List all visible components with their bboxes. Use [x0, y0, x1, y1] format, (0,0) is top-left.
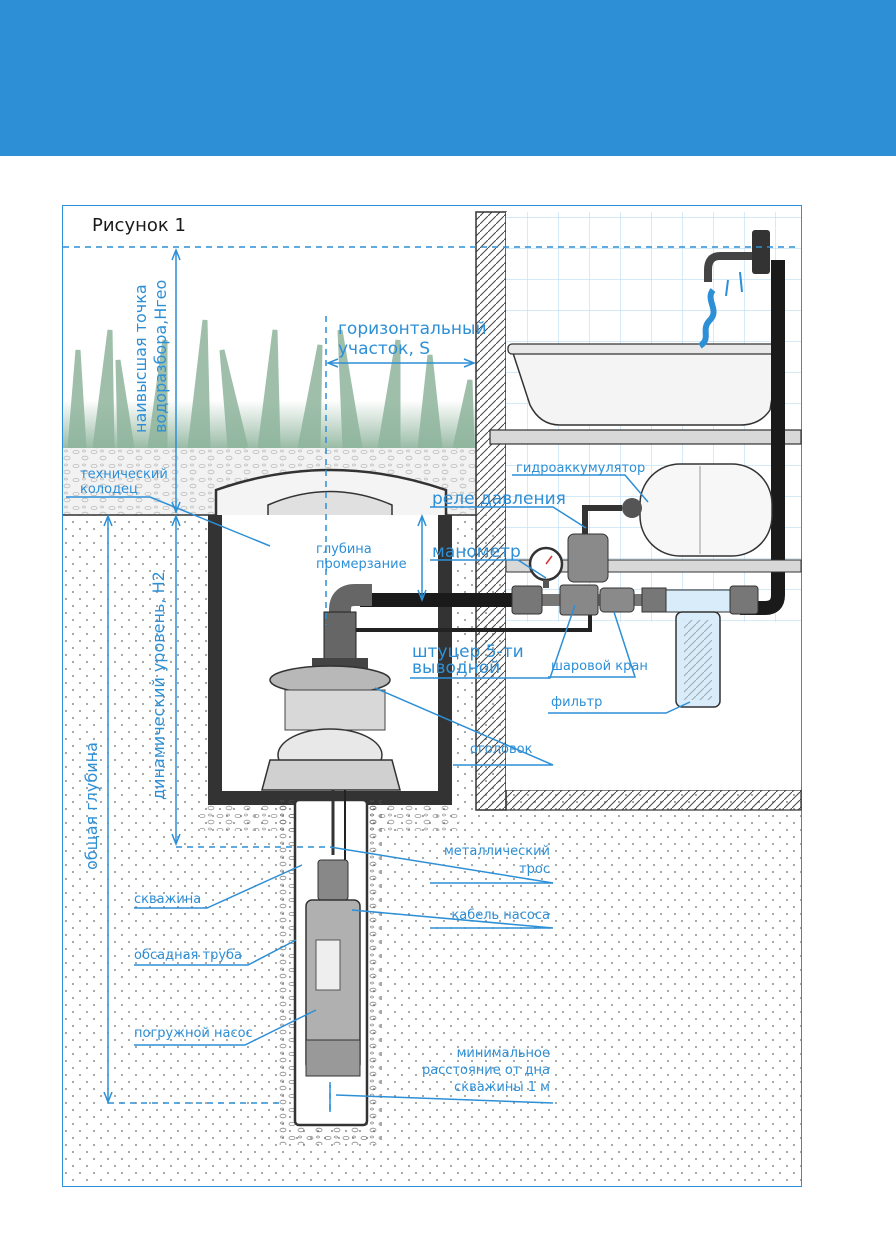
label-borehole: скважина — [134, 892, 202, 907]
label-highest-point: наивысшая точка — [131, 284, 150, 433]
pressure-switch — [567, 533, 609, 583]
label-horizontal-2: участок, S — [338, 339, 431, 359]
label-fitting: штуцер 5-ти — [412, 642, 524, 662]
grass — [63, 319, 476, 449]
elbow — [329, 584, 372, 645]
floor-slab — [505, 789, 802, 811]
label-casing: обсадная труба — [134, 948, 242, 963]
label-freeze-depth-2: промерзание — [316, 557, 407, 572]
water-filter — [665, 589, 731, 708]
label-filter: фильтр — [551, 695, 603, 710]
label-pressure-relay: реле давления — [432, 489, 566, 509]
ball-valve — [599, 587, 635, 613]
bathtub — [510, 349, 781, 426]
accumulator-tank — [582, 463, 773, 557]
label-min-distance-2: расстояние от дна — [421, 1063, 550, 1078]
figure-title: Рисунок 1 — [92, 215, 186, 236]
label-freeze-depth: глубина — [316, 542, 372, 557]
label-highest-point-2: водоразбора,Hгео — [151, 279, 170, 433]
riser-pipe — [740, 260, 785, 615]
label-min-distance-3: скважины 1 м — [454, 1080, 550, 1095]
label-total-depth: общая глубина — [82, 742, 101, 870]
label-fitting-2: выводной — [412, 658, 501, 678]
label-accumulator: гидроаккумулятор — [516, 461, 646, 476]
label-rope: металлический — [444, 844, 550, 859]
five-way-fitting — [559, 584, 599, 616]
label-manometer: манометр — [432, 542, 521, 562]
pump-cable-run — [355, 610, 592, 632]
shelf — [489, 429, 802, 445]
leader-lines — [66, 474, 691, 1104]
label-min-distance: минимальное — [456, 1046, 550, 1061]
label-tech-well-2: колодец — [80, 482, 138, 497]
diagram-frame — [62, 205, 802, 1187]
house-wall — [475, 211, 507, 811]
dimension-arrows — [103, 247, 477, 1112]
label-rope-2: трос — [519, 862, 550, 877]
label-wellhead: оголовок — [470, 742, 533, 757]
label-tech-well: технический — [80, 467, 168, 482]
label-horizontal: горизонтальный — [338, 319, 487, 339]
tap — [752, 230, 770, 274]
label-pump-cable: кабель насоса — [451, 908, 550, 923]
label-sub-pump: погружной насос — [134, 1026, 253, 1041]
water-stream — [698, 288, 717, 349]
wellhead — [261, 611, 401, 791]
header-band — [0, 0, 896, 156]
label-ball-valve: шаровой кран — [551, 659, 648, 674]
label-dynamic-level: динамический уровень, H2 — [149, 571, 168, 800]
submersible-pump — [305, 859, 361, 1077]
